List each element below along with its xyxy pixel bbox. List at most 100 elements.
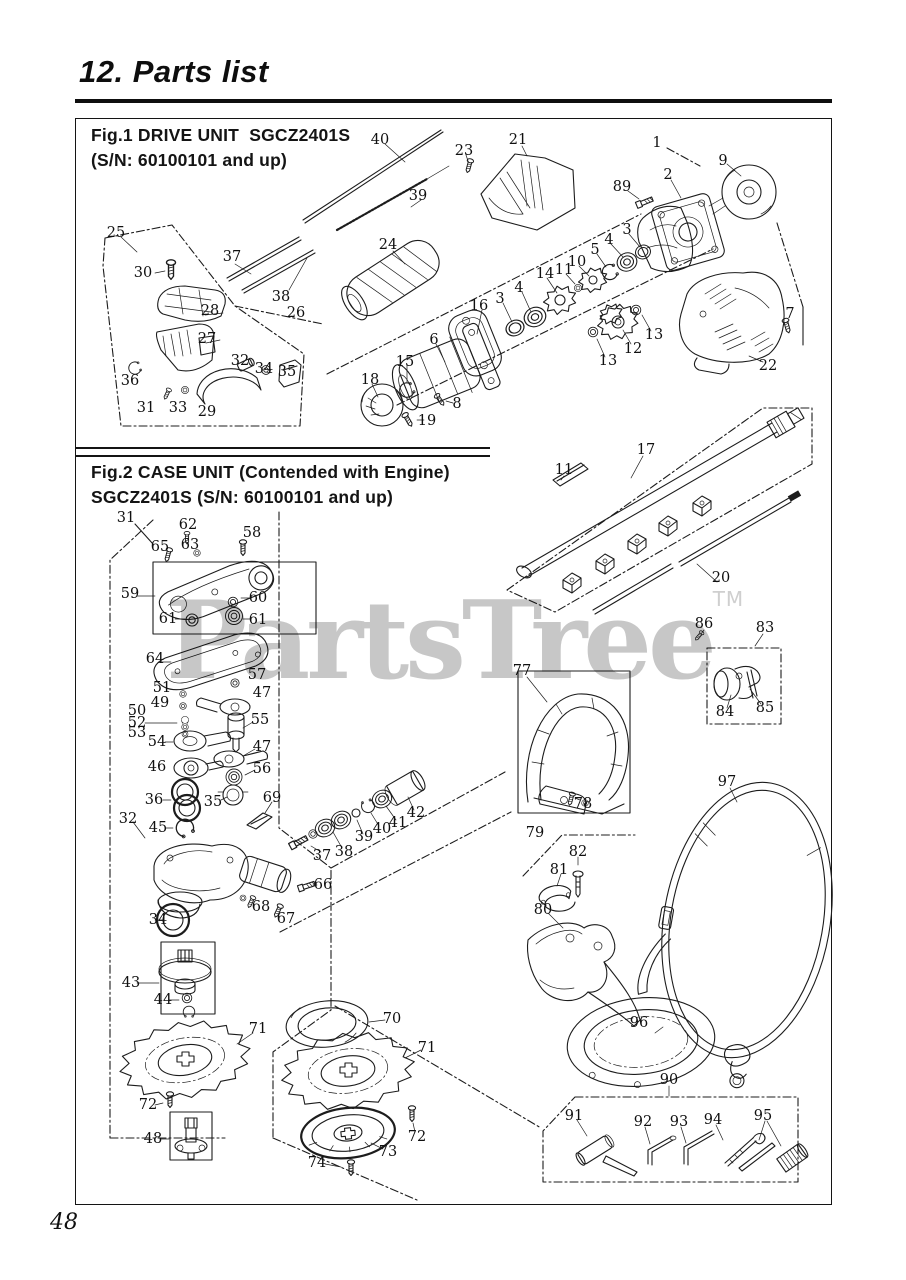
page-title: 12. Parts list (79, 54, 269, 89)
part-number-label: 72 (138, 1097, 158, 1113)
part-number-label: 68 (251, 899, 271, 915)
clutch-housing-art (480, 145, 576, 231)
part-number-label: 90 (659, 1072, 679, 1088)
starter-pulley-art (708, 163, 777, 220)
part-number-label: 84 (715, 704, 735, 720)
fig2-caption-line1: Fig.2 CASE UNIT (Contended with Engine) (91, 462, 450, 482)
fig1-caption: Fig.1 DRIVE UNIT SGCZ2401S (S/N: 6010010… (91, 123, 350, 173)
part-number-label: 71 (417, 1040, 437, 1056)
part-number-label: 26 (286, 305, 306, 321)
case-plate-art (637, 147, 725, 273)
part-number-label: 20 (711, 570, 731, 586)
part-number-label: 55 (250, 712, 270, 728)
part-number-label: 11 (554, 462, 574, 478)
part-number-label: 83 (755, 620, 775, 636)
part-number-label: 36 (120, 373, 140, 389)
part-number-label: 97 (717, 774, 737, 790)
main-case-art (132, 821, 292, 938)
part-number-label: 72 (407, 1129, 427, 1145)
part-number-label: 36 (144, 792, 164, 808)
part-number-label: 29 (197, 404, 217, 420)
part-number-label: 37 (222, 249, 242, 265)
grip-art (341, 239, 440, 321)
part-number-label: 94 (703, 1112, 723, 1128)
part-number-label: 42 (406, 805, 426, 821)
part-number-label: 13 (598, 353, 618, 369)
throttle-cable-art (302, 129, 469, 232)
part-number-label: 70 (382, 1011, 402, 1027)
part-number-label: 40 (372, 821, 392, 837)
part-number-label: 59 (120, 586, 140, 602)
part-number-label: 52 (127, 715, 147, 731)
part-number-label: 1 (652, 135, 662, 151)
part-number-label: 35 (277, 364, 297, 380)
fig2-diagram-art (109, 407, 833, 1201)
part-number-label: 93 (669, 1114, 689, 1130)
shaft-bushings-art (562, 495, 712, 594)
drive-shaft-tube-art (506, 407, 813, 615)
part-number-label: 69 (262, 790, 282, 806)
fig1-diagram-art (102, 129, 804, 429)
part-number-label: 73 (378, 1144, 398, 1160)
engine-shroud-art (678, 271, 785, 375)
spindle-parts-art (144, 678, 273, 840)
part-number-label: 32 (230, 353, 250, 369)
part-number-label: 7 (785, 306, 795, 322)
part-number-label: 8 (452, 396, 462, 412)
saw-blade-left-art (119, 1020, 254, 1100)
part-number-label: 12 (623, 341, 643, 357)
part-number-label: 44 (153, 992, 173, 1008)
part-number-label: 3 (622, 222, 632, 238)
part-number-label: 22 (758, 358, 778, 374)
figures-frame (75, 118, 832, 1205)
part-number-label: 62 (178, 517, 198, 533)
part-number-label: 4 (604, 232, 614, 248)
part-number-label: 33 (168, 400, 188, 416)
part-number-label: 23 (454, 143, 474, 159)
part-number-label: 38 (271, 289, 291, 305)
part-number-label: 89 (612, 179, 632, 195)
part-number-label: 86 (694, 616, 714, 632)
part-number-label: 41 (388, 815, 408, 831)
part-number-label: 47 (252, 739, 272, 755)
part-number-label: 27 (197, 331, 217, 347)
part-number-label: 85 (755, 700, 775, 716)
fig1-caption-line1: Fig.1 DRIVE UNIT SGCZ2401S (91, 125, 351, 145)
fig2-caption: Fig.2 CASE UNIT (Contended with Engine) … (91, 460, 450, 510)
part-number-label: 46 (147, 759, 167, 775)
part-number-label: 61 (158, 611, 178, 627)
gearcase-explosion-art (360, 233, 654, 429)
part-number-label: 21 (508, 132, 528, 148)
guard-bracket-art (522, 834, 641, 1027)
part-number-label: 49 (150, 695, 170, 711)
part-number-label: 28 (200, 303, 220, 319)
figure-divider-top (76, 447, 490, 449)
blade-hub-art (136, 941, 216, 1018)
part-number-label: 31 (116, 510, 136, 526)
part-number-label: 77 (512, 663, 532, 679)
part-number-label: 53 (127, 725, 147, 741)
part-number-label: 80 (533, 902, 553, 918)
part-number-label: 60 (248, 590, 268, 606)
part-number-label: 63 (180, 537, 200, 553)
part-number-label: 6 (429, 332, 439, 348)
part-number-label: 13 (644, 327, 664, 343)
guard-ring-art (566, 997, 716, 1088)
part-number-label: 37 (312, 848, 332, 864)
spindle-48-art (160, 1111, 213, 1161)
part-number-label: 32 (118, 811, 138, 827)
part-number-label: 56 (252, 761, 272, 777)
handle-bracket-art (126, 236, 316, 405)
part-number-label: 40 (370, 132, 390, 148)
part-number-label: 9 (718, 153, 728, 169)
part-number-label: 14 (535, 266, 555, 282)
part-number-label: 92 (633, 1114, 653, 1130)
fig1-drive-unit: Fig.1 DRIVE UNIT SGCZ2401S (S/N: 6010010… (75, 118, 832, 448)
part-number-label: 57 (247, 667, 267, 683)
part-number-label: 18 (360, 372, 380, 388)
saw-blade-right-art (281, 1000, 422, 1177)
part-number-label: 82 (568, 844, 588, 860)
part-number-label: 25 (106, 225, 126, 241)
